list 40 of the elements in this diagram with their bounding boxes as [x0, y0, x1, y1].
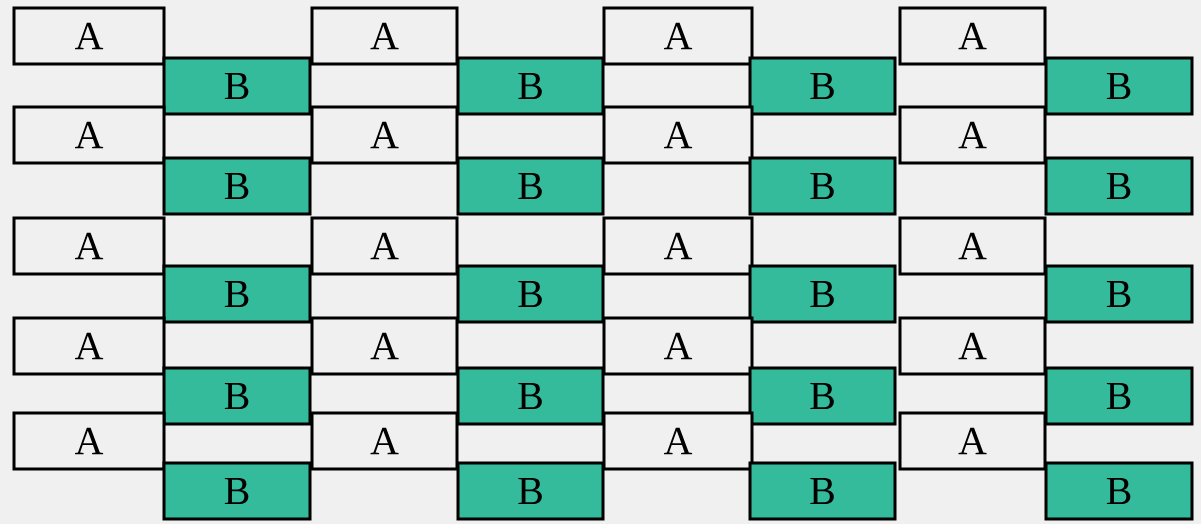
filled-box: B: [162, 156, 312, 216]
filled-box: B: [1044, 156, 1194, 216]
box: A: [310, 316, 459, 376]
box: A: [602, 316, 754, 376]
filled-box: B: [162, 366, 312, 426]
box: A: [898, 216, 1047, 276]
filled-box: B: [748, 56, 897, 116]
filled-box: B: [162, 56, 312, 116]
filled-box: B: [1044, 264, 1194, 324]
box: A: [12, 105, 166, 165]
box: A: [898, 105, 1047, 165]
box: A: [12, 216, 166, 276]
box: A: [310, 6, 459, 66]
box: A: [310, 411, 459, 471]
box: A: [602, 411, 754, 471]
filled-box: B: [456, 56, 605, 116]
filled-box: B: [748, 461, 897, 521]
filled-box: B: [162, 461, 312, 521]
filled-box: B: [162, 264, 312, 324]
box: A: [12, 316, 166, 376]
filled-box: B: [748, 156, 897, 216]
filled-box: B: [456, 461, 605, 521]
box: A: [898, 316, 1047, 376]
box: A: [12, 411, 166, 471]
box: A: [310, 105, 459, 165]
filled-box: B: [748, 264, 897, 324]
filled-box: B: [456, 366, 605, 426]
box: A: [310, 216, 459, 276]
box: A: [602, 105, 754, 165]
filled-box: B: [748, 366, 897, 426]
box: A: [602, 6, 754, 66]
box: A: [898, 6, 1047, 66]
box: A: [898, 411, 1047, 471]
filled-box: B: [456, 156, 605, 216]
filled-box: B: [1044, 461, 1194, 521]
box: A: [12, 6, 166, 66]
filled-box: B: [456, 264, 605, 324]
filled-box: B: [1044, 366, 1194, 426]
filled-box: B: [1044, 56, 1194, 116]
box: A: [602, 216, 754, 276]
